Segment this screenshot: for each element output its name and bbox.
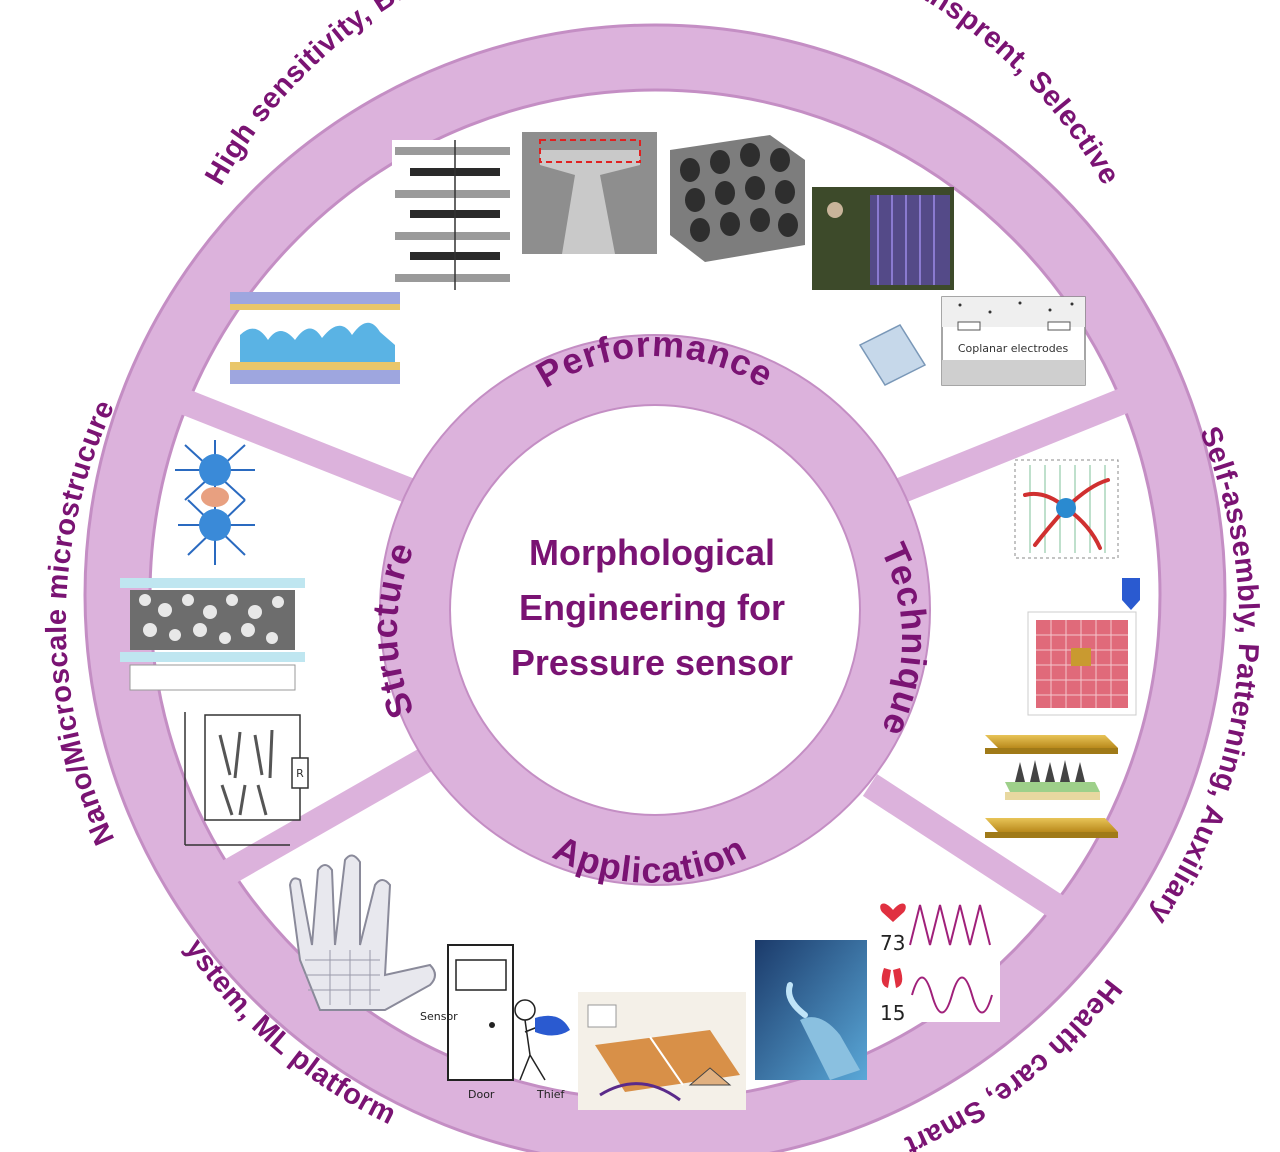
thief-label: Thief [536,1088,566,1101]
spiky-nanoparticles-figure [175,440,255,565]
circuit-structure-figure: R [184,712,309,846]
ring-dividers [150,377,1155,946]
door-label: Door [468,1088,495,1101]
sandwich-microstructure-figure [230,292,400,384]
coplanar-label: Coplanar electrodes [958,342,1069,355]
transparent-sensor-photo [812,187,954,290]
lungs-icon [881,968,903,988]
breath-rate-value: 15 [880,1001,905,1025]
self-assembly-figure [1014,459,1119,559]
patterned-grid-figure [1027,578,1140,716]
heart-rate-value: 73 [880,931,905,955]
table-tennis-figure [578,992,746,1110]
health-monitor-figure: 73 15 [877,892,1000,1025]
sensor-label: Sensor [420,1010,458,1023]
center-title-line-3: Pressure sensor [511,642,793,683]
auxiliary-layers-figure [985,735,1118,838]
resistor-label: R [296,767,304,780]
heart-icon [880,903,906,922]
center-title-line-2: Engineering for [519,587,785,628]
touch-screen-figure [755,940,867,1080]
coplanar-electrodes-figure: Coplanar electrodes [858,296,1086,386]
door-security-figure: Sensor Door Thief [420,944,570,1101]
porous-lattice-figure [670,135,805,262]
center-panel [449,404,861,816]
micro-pillar-sem-image [522,132,657,254]
porous-sponge-layer-figure [120,578,305,691]
sensor-glove-figure [288,854,436,1011]
center-title-line-1: Morphological [529,532,775,573]
electrode-array-figure [392,140,514,290]
